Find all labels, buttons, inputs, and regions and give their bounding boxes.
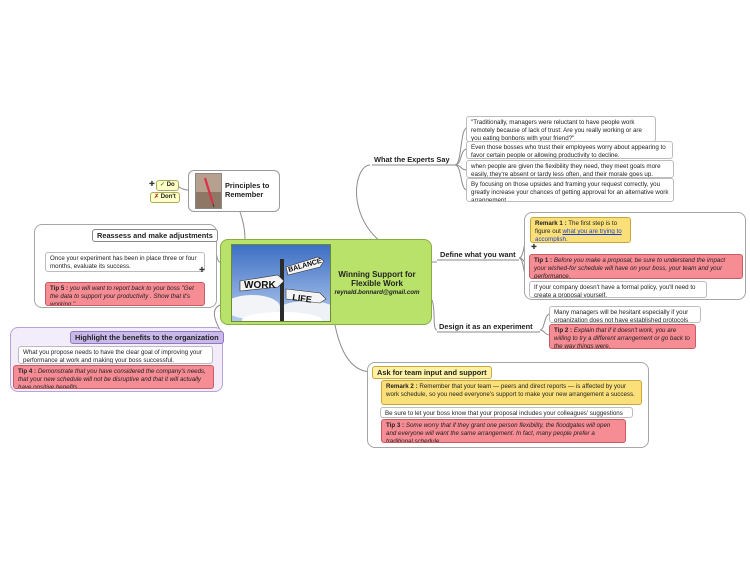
experts-note-3: when people are given the flexibility th… [466, 160, 674, 178]
experts-topic[interactable]: What the Experts Say [374, 155, 450, 164]
design-topic[interactable]: Design it as an experiment [439, 322, 533, 331]
cross-icon: ✗ [154, 194, 160, 200]
signpost-image: WORK BALANCE LIFE [231, 244, 331, 322]
team-remark: Remark 2 : Remember that your team — pee… [381, 380, 642, 405]
legend-dont[interactable]: ✗ Don't [150, 192, 180, 203]
experts-note-1: "Traditionally, managers were reluctant … [466, 116, 656, 142]
design-tip: Tip 2 : Explain that if it doesn't work,… [549, 324, 696, 349]
central-email: reynald.bonnard@gmail.com [334, 289, 420, 296]
reassess-note: Once your experiment has been in place t… [45, 252, 205, 272]
principles-label: Principles to Remember [225, 181, 270, 199]
sign-work: WORK [244, 280, 276, 291]
team-tip: Tip 3 : Some worry that if they grant on… [381, 419, 626, 443]
define-remark-link[interactable]: what you are trying to accomplish. [535, 228, 622, 243]
define-note: If your company doesn't have a formal po… [529, 281, 707, 298]
reassess-topic[interactable]: Reassess and make adjustments [92, 229, 218, 242]
reassess-tip: Tip 5 : you will want to report back to … [45, 282, 205, 306]
benefits-tip: Tip 4 : Demonstrate that you have consid… [13, 365, 214, 389]
design-note: Many managers will be hesitant especiall… [549, 306, 701, 323]
benefits-note: What you propose needs to have the clear… [18, 346, 213, 364]
plus-icon[interactable]: ✚ [149, 181, 155, 188]
plus-icon[interactable]: ✚ [531, 244, 537, 251]
experts-note-4: By focusing on those upsides and framing… [466, 178, 674, 202]
pen-image [195, 173, 222, 209]
team-note: Be sure to let your boss know that your … [380, 407, 633, 418]
benefits-topic[interactable]: Highlight the benefits to the organizati… [70, 331, 224, 344]
define-topic[interactable]: Define what you want [440, 250, 516, 259]
check-icon: ✓ [160, 182, 166, 188]
team-topic[interactable]: Ask for team input and support [372, 366, 492, 379]
experts-note-2: Even those bosses who trust their employ… [466, 141, 673, 159]
define-tip: Tip 1 : Before you make a proposal, be s… [529, 254, 743, 279]
sign-life: LIFE [292, 292, 313, 305]
central-title: Winning Support for Flexible Work [338, 270, 416, 289]
define-remark: Remark 1 : The first step is to figure o… [530, 217, 631, 243]
legend-do[interactable]: ✓ Do [156, 180, 179, 191]
plus-icon[interactable]: ✚ [199, 267, 205, 274]
